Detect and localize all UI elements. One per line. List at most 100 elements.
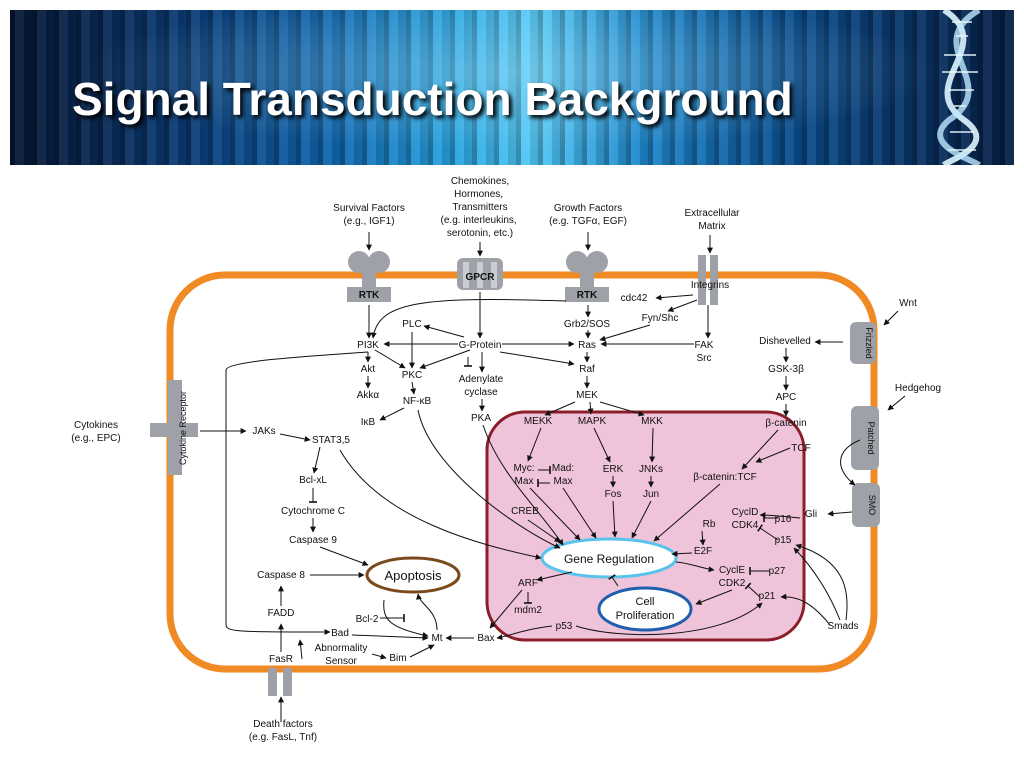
survival-factors-label: Survival Factors(e.g., IGF1): [333, 203, 405, 227]
frizzled-receptor: Frizzled: [850, 322, 876, 364]
cytokine-receptor-label: Cytokine Receptor: [178, 391, 188, 465]
pi3k-node: PI3K: [357, 340, 379, 351]
ras-node: Ras: [578, 340, 596, 351]
mdm2-node: mdm2: [514, 605, 542, 616]
smads-node: Smads: [827, 621, 858, 632]
p16-node: p16: [775, 514, 792, 525]
smo-receptor: SMO: [852, 483, 880, 527]
g-protein-node: G-Protein: [459, 340, 502, 351]
pkc-node: PKC: [402, 370, 423, 381]
dna-helix-icon: [937, 10, 982, 165]
inhibition-lines: [309, 357, 779, 622]
fasr-node: FasR: [269, 654, 293, 665]
nfkb-node: NF-κB: [403, 396, 432, 407]
cytoplasm-nodes: cdc42 Fyn/Shc PLC PI3K G-Protein Grb2/SO…: [252, 293, 858, 667]
integrins-label: Integrins: [691, 280, 729, 291]
cdk2-node: CDK2: [719, 578, 746, 589]
akka-node: Akkα: [357, 390, 380, 401]
pka-node: PKA: [471, 413, 491, 424]
ikb-node: IκB: [361, 417, 376, 428]
creb-node: CREB: [511, 506, 539, 517]
cytokines-label: Cytokines(e.g., EPC): [71, 420, 120, 444]
integrins-receptor: Integrins: [691, 255, 729, 305]
gene-regulation-oval: Gene Regulation: [540, 537, 678, 579]
tcf-node: TCF: [791, 443, 810, 454]
myc-node: Myc:: [513, 463, 534, 474]
frizzled-label: Frizzled: [864, 327, 874, 359]
banner-glow: [10, 10, 1014, 165]
rb-node: Rb: [703, 519, 716, 530]
slide-title: Signal Transduction Background: [72, 73, 793, 125]
bcl2-node: Bcl-2: [356, 614, 379, 625]
gli-node: Gli: [805, 509, 817, 520]
nucleus-nodes: Myc: Max Mad: Max ERK Fos JNKs Jun β-cat…: [511, 463, 792, 632]
mapk-node: MAPK: [578, 416, 607, 427]
rtk-right-label: RTK: [577, 290, 598, 301]
plc-node: PLC: [402, 319, 421, 330]
b-catenin-node: β-catenin: [765, 418, 806, 429]
hedgehog-label: Hedgehog: [895, 383, 941, 394]
cdc42-node: cdc42: [621, 293, 648, 304]
akt-node: Akt: [361, 364, 376, 375]
apoptosis-oval: Apoptosis: [365, 556, 461, 594]
fasr-receptor: [268, 668, 292, 696]
apoptosis-label: Apoptosis: [384, 568, 442, 583]
bax-node: Bax: [477, 633, 494, 644]
mekk-node: MEKK: [524, 416, 553, 427]
grb2-sos-node: Grb2/SOS: [564, 319, 610, 330]
title-banner: Signal Transduction Background: [10, 10, 1014, 165]
gpcr-label: GPCR: [466, 272, 496, 283]
max-node: Max: [515, 476, 534, 487]
gsk3b-node: GSK-3β: [768, 364, 804, 375]
patched-receptor: Patched: [851, 406, 879, 470]
fadd-node: FADD: [268, 608, 295, 619]
max2-node: Max: [554, 476, 573, 487]
chemokines-label: Chemokines,Hormones, Transmitters(e.g. i…: [441, 176, 520, 239]
smo-label: SMO: [867, 495, 877, 516]
arf-node: ARF: [518, 578, 538, 589]
bim-node: Bim: [389, 653, 406, 664]
mt-node: Mt: [431, 633, 442, 644]
caspase9-node: Caspase 9: [289, 535, 337, 546]
erk-node: ERK: [603, 464, 624, 475]
bcl-xl-node: Bcl-xL: [299, 475, 327, 486]
b-catenin-tcf-node: β-catenin:TCF: [693, 472, 757, 483]
cdk4-node: CDK4: [732, 520, 759, 531]
src-node: Src: [697, 353, 712, 364]
cycld-node: CyclD: [732, 507, 759, 518]
fos-node: Fos: [605, 489, 622, 500]
e2f-node: E2F: [694, 546, 712, 557]
bad-node: Bad: [331, 628, 349, 639]
mkk-node: MKK: [641, 416, 663, 427]
jun-node: Jun: [643, 489, 659, 500]
gene-regulation-label: Gene Regulation: [564, 552, 654, 566]
signal-transduction-diagram: RTK GPCR RTK Integrins Frizzled Patched …: [71, 176, 941, 743]
stat35-node: STAT3,5: [312, 435, 350, 446]
raf-node: Raf: [579, 364, 595, 375]
p53-node: p53: [556, 621, 573, 632]
cytokine-receptor: Cytokine Receptor: [150, 380, 198, 475]
jnks-node: JNKs: [639, 464, 663, 475]
mek-node: MEK: [576, 390, 598, 401]
banner-stripes: [10, 10, 1014, 165]
cycle-node: CyclE: [719, 565, 745, 576]
wnt-label: Wnt: [899, 298, 917, 309]
p21-node: p21: [759, 591, 776, 602]
gpcr-receptor: GPCR: [457, 258, 503, 290]
dishevelled-node: Dishevelled: [759, 336, 811, 347]
fak-node: FAK: [695, 340, 714, 351]
caspase8-node: Caspase 8: [257, 570, 305, 581]
p15-node: p15: [775, 535, 792, 546]
cytochrome-c-node: Cytochrome C: [281, 506, 345, 517]
rtk-right-receptor: RTK: [565, 251, 609, 302]
rtk-left-receptor: RTK: [347, 251, 391, 302]
nucleus: [485, 410, 806, 642]
pathway-arrows: [200, 232, 906, 722]
fyn-shc-node: Fyn/Shc: [642, 313, 679, 324]
mad-node: Mad:: [552, 463, 574, 474]
